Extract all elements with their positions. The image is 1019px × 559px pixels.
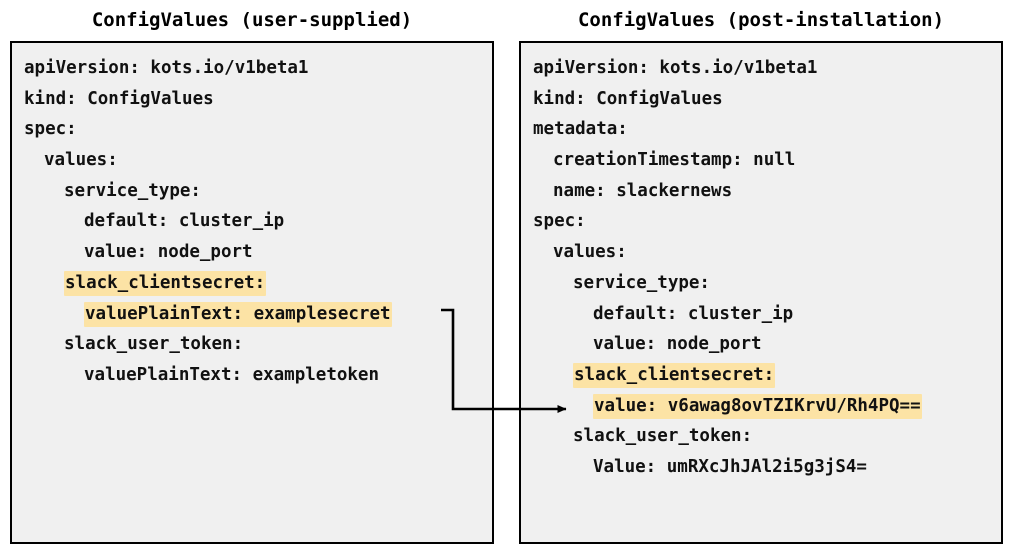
- right-panel-code: apiVersion: kots.io/v1beta1 kind: ConfigV…: [521, 43, 1001, 483]
- right-code-line: name: slackernews: [553, 180, 733, 201]
- left-code-line: values:: [44, 150, 118, 171]
- right-code-line: default: cluster_ip: [593, 303, 794, 324]
- left-highlighted-text: valuePlainText: examplesecret: [84, 301, 392, 327]
- right-highlighted-text: value: v6awag8ovTZIKrvU/Rh4PQ==: [593, 393, 922, 419]
- left-code-line: slack_user_token:: [64, 334, 244, 355]
- left-code-line: valuePlainText: examplesecret: [12, 299, 492, 330]
- left-code-line: valuePlainText: exampletoken: [84, 364, 380, 385]
- right-code-line: value: node_port: [593, 334, 762, 355]
- right-code-line: metadata:: [533, 119, 628, 140]
- right-code-line: Value: umRXcJhJAl2i5g3jS4=: [593, 456, 867, 477]
- right-code-line: spec:: [533, 211, 586, 232]
- right-code-line: value: v6awag8ovTZIKrvU/Rh4PQ==: [521, 391, 1001, 422]
- left-highlighted-text: slack_clientsecret:: [64, 270, 267, 296]
- left-panel-box: apiVersion: kots.io/v1beta1 kind: ConfigV…: [10, 41, 494, 544]
- left-code-line: value: node_port: [84, 242, 253, 263]
- left-code-line: slack_clientsecret:: [12, 268, 492, 299]
- left-code-line: service_type:: [64, 180, 201, 201]
- right-code-line: slack_user_token:: [573, 426, 753, 447]
- left-code-line: apiVersion: kots.io/v1beta1: [24, 58, 309, 78]
- right-code-line: creationTimestamp: null: [553, 150, 796, 171]
- left-panel-code: apiVersion: kots.io/v1beta1 kind: ConfigV…: [12, 43, 492, 391]
- right-code-line: service_type:: [573, 272, 710, 293]
- right-panel-box: apiVersion: kots.io/v1beta1 kind: ConfigV…: [519, 41, 1003, 544]
- left-code-line: spec:: [24, 119, 77, 140]
- left-code-line: default: cluster_ip: [84, 211, 285, 232]
- left-code-line: kind: ConfigValues: [24, 88, 214, 109]
- right-code-line: values:: [553, 242, 627, 263]
- right-code-line: kind: ConfigValues: [533, 88, 723, 109]
- left-panel-title: ConfigValues (user-supplied): [91, 9, 413, 31]
- right-panel-title: ConfigValues (post-installation): [577, 9, 945, 31]
- right-code-line: apiVersion: kots.io/v1beta1: [533, 58, 818, 78]
- right-code-line: slack_clientsecret:: [521, 360, 1001, 391]
- right-highlighted-text: slack_clientsecret:: [573, 362, 776, 388]
